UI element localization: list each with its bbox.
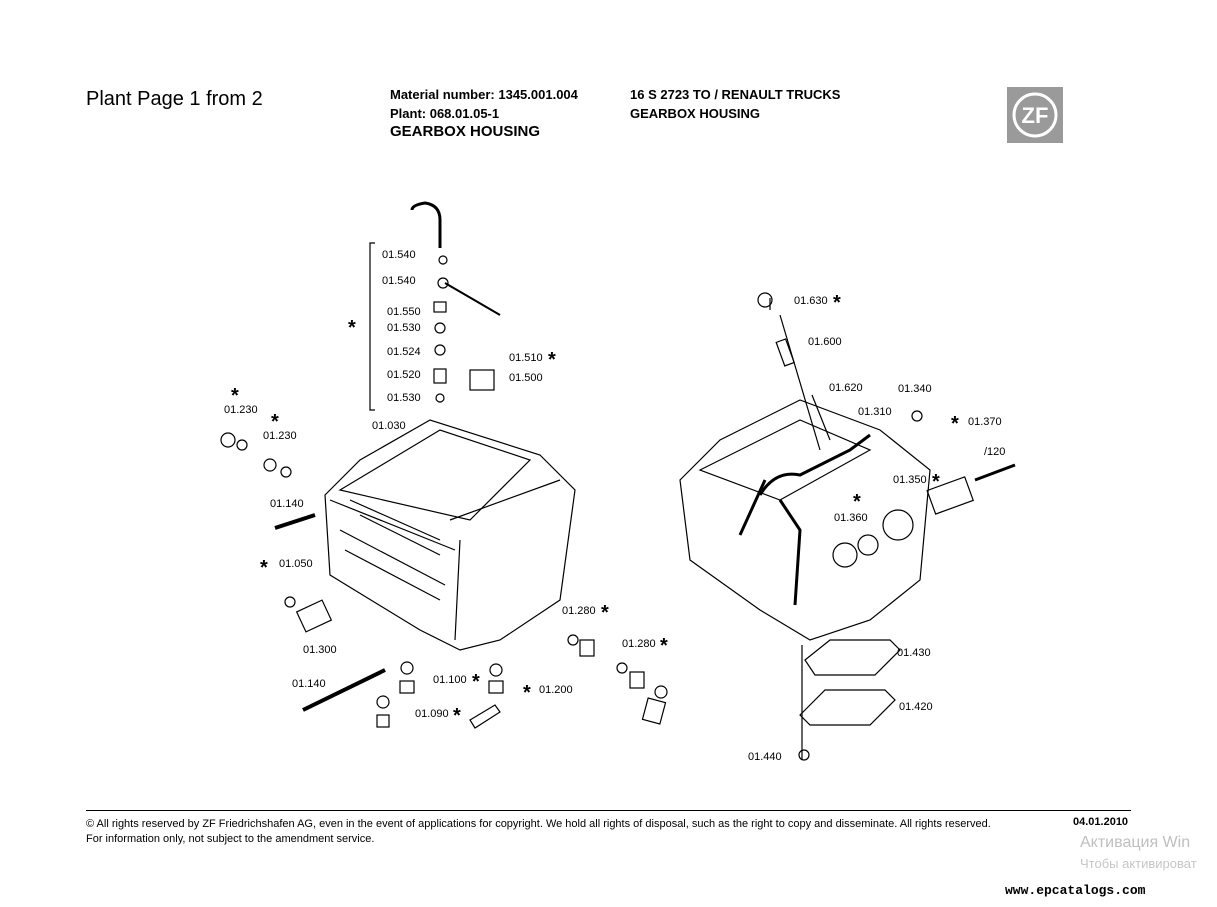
part-label[interactable]: 01.050 bbox=[279, 558, 313, 570]
asterisk-marker: * bbox=[853, 491, 861, 513]
right-gearbox-housing bbox=[679, 399, 931, 641]
part-label[interactable]: 01.430 bbox=[897, 647, 931, 659]
asterisk-marker: * bbox=[548, 349, 556, 371]
part-label[interactable]: 01.600 bbox=[808, 336, 842, 348]
asterisk-marker: * bbox=[833, 292, 841, 314]
part-label[interactable]: 01.230 bbox=[224, 404, 258, 416]
asterisk-marker: * bbox=[231, 385, 239, 407]
part-label[interactable]: 01.280 bbox=[622, 638, 656, 650]
part-label[interactable]: 01.140 bbox=[292, 678, 326, 690]
part-label[interactable]: 01.200 bbox=[539, 684, 573, 696]
zf-logo: ZF bbox=[1007, 87, 1063, 143]
part-label[interactable]: 01.530 bbox=[387, 322, 421, 334]
activation-watermark: Активация Win bbox=[1080, 834, 1191, 851]
part-label[interactable]: 01.300 bbox=[303, 644, 337, 656]
copyright-text: © All rights reserved by ZF Friedrichsha… bbox=[86, 818, 991, 830]
group-name: GEARBOX HOUSING bbox=[630, 106, 761, 121]
part-label[interactable]: 01.540 bbox=[382, 275, 416, 287]
asterisk-marker: * bbox=[932, 471, 940, 493]
asterisk-marker: * bbox=[951, 413, 959, 435]
part-name: GEARBOX HOUSING bbox=[390, 123, 541, 140]
part-label[interactable]: 01.630 bbox=[794, 295, 828, 307]
part-label[interactable]: 01.280 bbox=[562, 605, 596, 617]
page-title: Plant Page 1 from 2 bbox=[86, 88, 263, 110]
asterisk-marker: * bbox=[660, 635, 668, 657]
part-label[interactable]: 01.140 bbox=[270, 498, 304, 510]
part-label[interactable]: 01.340 bbox=[898, 383, 932, 395]
model-name: 16 S 2723 TO / RENAULT TRUCKS bbox=[630, 87, 841, 102]
part-label[interactable]: 01.230 bbox=[263, 430, 297, 442]
part-label[interactable]: 01.500 bbox=[509, 372, 543, 384]
part-label[interactable]: 01.100 bbox=[433, 674, 467, 686]
asterisk-marker: * bbox=[523, 682, 531, 704]
part-label[interactable]: 01.090 bbox=[415, 708, 449, 720]
asterisk-marker: * bbox=[601, 602, 609, 624]
part-label[interactable]: 01.520 bbox=[387, 369, 421, 381]
part-label[interactable]: 01.524 bbox=[387, 346, 421, 358]
cover-plate-upper bbox=[804, 639, 901, 676]
part-label[interactable]: 01.310 bbox=[858, 406, 892, 418]
asterisk-marker: * bbox=[472, 671, 480, 693]
notice-text: For information only, not subject to the… bbox=[86, 833, 375, 845]
footer-divider bbox=[86, 810, 1131, 811]
cover-plate-lower bbox=[799, 689, 896, 726]
plant-code: Plant: 068.01.05-1 bbox=[390, 106, 500, 121]
part-label[interactable]: 01.550 bbox=[387, 306, 421, 318]
asterisk-marker: * bbox=[453, 705, 461, 727]
left-gearbox-housing bbox=[324, 419, 576, 651]
asterisk-marker: * bbox=[260, 557, 268, 579]
part-label[interactable]: 01.530 bbox=[387, 392, 421, 404]
asterisk-marker: * bbox=[271, 411, 279, 433]
svg-text:ZF: ZF bbox=[1022, 103, 1049, 128]
asterisk-marker: * bbox=[348, 317, 356, 339]
document-date: 04.01.2010 bbox=[1073, 816, 1129, 828]
part-label[interactable]: 01.440 bbox=[748, 751, 782, 763]
part-label[interactable]: 01.350 bbox=[893, 474, 927, 486]
part-label[interactable]: 01.420 bbox=[899, 701, 933, 713]
site-url[interactable]: www.epcatalogs.com bbox=[1005, 883, 1146, 898]
activation-watermark-subtext: Чтобы активироват bbox=[1080, 856, 1197, 871]
part-label[interactable]: 01.370 bbox=[968, 416, 1002, 428]
part-label[interactable]: 01.030 bbox=[372, 420, 406, 432]
part-label[interactable]: 01.360 bbox=[834, 512, 868, 524]
part-label[interactable]: 01.620 bbox=[829, 382, 863, 394]
part-label[interactable]: /120 bbox=[984, 446, 1006, 458]
part-label[interactable]: 01.510 bbox=[509, 352, 543, 364]
part-label[interactable]: 01.540 bbox=[382, 249, 416, 261]
material-number: Material number: 1345.001.004 bbox=[390, 87, 578, 102]
